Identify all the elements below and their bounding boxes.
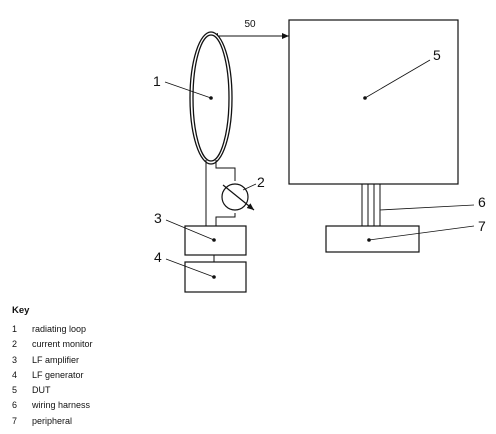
key-item-label: wiring harness [32, 400, 91, 411]
lf-amplifier-box [184, 225, 247, 256]
key-item-number: 2 [12, 339, 18, 350]
key-item: 6 wiring harness [12, 398, 212, 413]
key-item-number: 1 [12, 324, 18, 334]
callout-2: 2 [257, 174, 265, 190]
key-item-number: 6 [12, 400, 18, 411]
key-item-label: radiating loop [32, 324, 87, 334]
test-setup-diagram: 50 [153, 19, 486, 293]
key-item: 3 LF amplifier [12, 353, 212, 368]
callout-1: 1 [153, 73, 161, 89]
callout-6: 6 [478, 194, 486, 210]
lf-generator-box [184, 261, 247, 293]
key-title: Key [12, 305, 30, 316]
callout-5: 5 [433, 47, 441, 63]
key-item-number: 4 [12, 369, 18, 380]
key-item: 2 current monitor [12, 337, 212, 352]
key-item: 7 peripheral [12, 414, 212, 429]
key-item-label: current monitor [32, 339, 93, 350]
key-item-number: 7 [12, 415, 18, 426]
peripheral-box [325, 225, 420, 253]
key-list: 1 radiating loop 2 current monitor 3 LF amp… [12, 322, 212, 429]
callout-3: 3 [154, 210, 162, 226]
key-item-label: DUT [32, 385, 51, 396]
dut-box [288, 19, 459, 185]
callout-7: 7 [478, 218, 486, 234]
key-item-label: peripheral [32, 415, 73, 426]
distance-dimension: 50 [211, 19, 289, 39]
leader-lines [164, 59, 475, 278]
wiring-harness [361, 184, 381, 226]
distance-label: 50 [244, 19, 256, 30]
key-item-label: LF generator [32, 369, 84, 380]
loop-feed-wires [205, 160, 236, 226]
current-monitor [221, 183, 255, 211]
callout-4: 4 [154, 249, 162, 265]
key-item-number: 3 [12, 354, 18, 365]
key-item: 1 radiating loop [12, 322, 212, 337]
key-item: 4 LF generator [12, 368, 212, 383]
key-item: 5 DUT [12, 383, 212, 398]
key-item-number: 5 [12, 385, 18, 396]
key-item-label: LF amplifier [32, 354, 80, 365]
